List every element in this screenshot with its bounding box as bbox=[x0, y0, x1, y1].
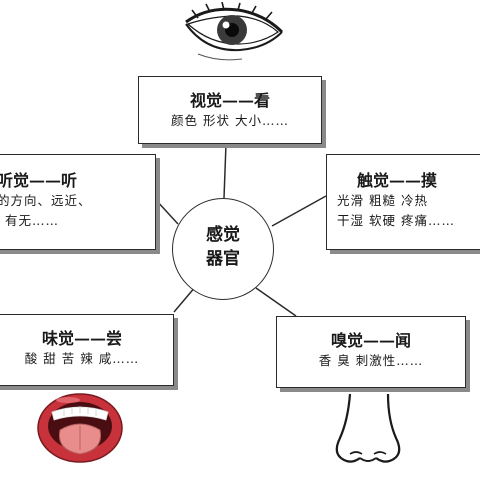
center-label-line1: 感觉 bbox=[206, 225, 240, 245]
sense-title-taste: 味觉——尝 bbox=[41, 329, 122, 348]
nose-icon bbox=[335, 393, 401, 463]
connector-sight bbox=[223, 143, 227, 199]
sense-title-smell: 嗅觉——闻 bbox=[330, 331, 411, 350]
sense-detail-sight: 颜色 形状 大小…… bbox=[171, 113, 289, 128]
sense-box-sight: 视觉——看 颜色 形状 大小…… bbox=[138, 76, 322, 144]
center-node-sense-organs: 感觉 器官 bbox=[172, 198, 274, 300]
sense-detail-taste: 酸 甜 苦 辣 咸…… bbox=[24, 351, 140, 366]
center-label-line2: 器官 bbox=[206, 249, 240, 269]
sense-detail-touch-2: 干湿 软硬 疼痛…… bbox=[337, 213, 455, 228]
sense-title-hearing: 听觉——听 bbox=[0, 171, 78, 190]
sense-title-touch: 触觉——摸 bbox=[357, 171, 438, 190]
sense-box-smell: 嗅觉——闻 香 臭 刺激性…… bbox=[276, 316, 466, 388]
sense-detail-hearing-2: 有无…… bbox=[5, 213, 60, 228]
sense-detail-hearing-1: 的方向、远近、 bbox=[0, 193, 92, 208]
sense-box-touch: 触觉——摸 光滑 粗糙 冷热 干湿 软硬 疼痛…… bbox=[326, 154, 480, 250]
connector-touch bbox=[271, 195, 327, 227]
sense-detail-touch-1: 光滑 粗糙 冷热 bbox=[337, 193, 428, 208]
eye-icon bbox=[185, 2, 284, 61]
connector-smell bbox=[255, 287, 297, 317]
connector-hearing bbox=[155, 199, 179, 225]
sense-box-hearing: 听觉——听 的方向、远近、 有无…… bbox=[0, 154, 156, 250]
sense-box-taste: 味觉——尝 酸 甜 苦 辣 咸…… bbox=[0, 314, 174, 386]
sense-title-sight: 视觉——看 bbox=[189, 91, 270, 110]
mouth-icon bbox=[37, 393, 123, 463]
sense-detail-smell: 香 臭 刺激性…… bbox=[318, 353, 424, 368]
